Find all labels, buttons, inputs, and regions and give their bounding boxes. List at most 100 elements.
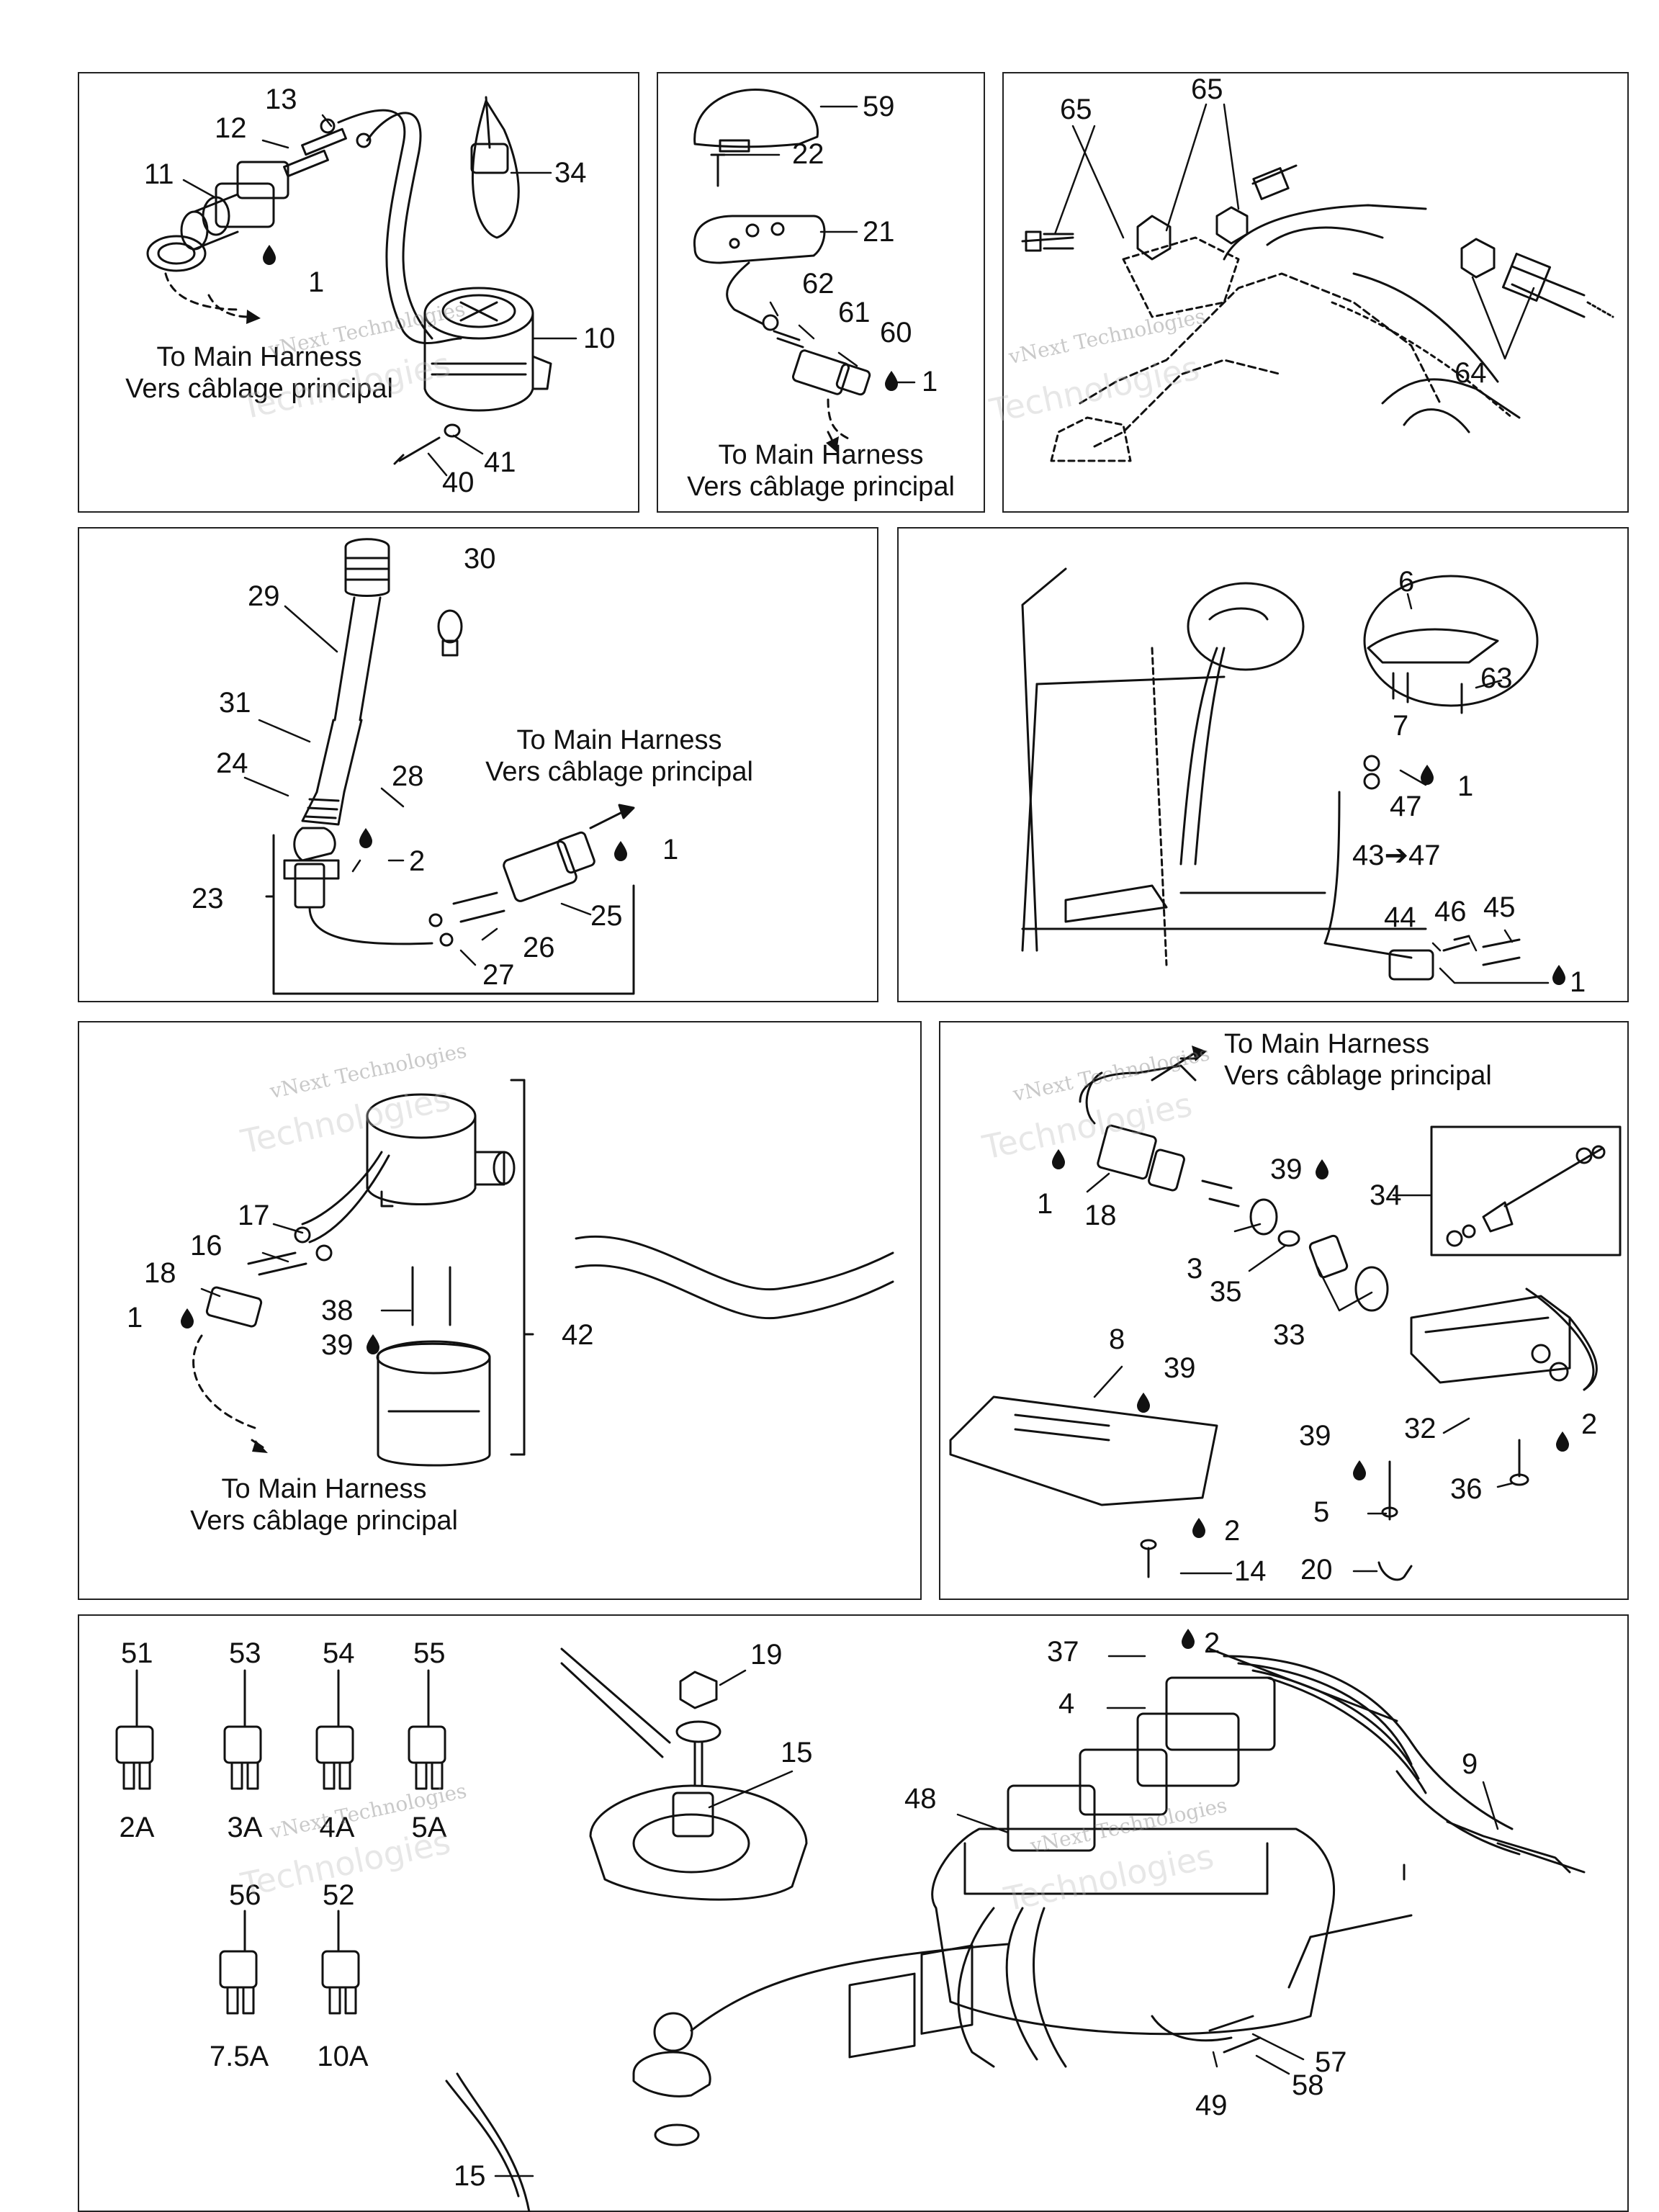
callout-65: 65 [1060,94,1092,125]
diagram-panel-trim-sender [939,1021,1629,1600]
callout-57: 57 [1315,2046,1347,2078]
callout-19: 19 [750,1639,783,1671]
callout-17: 17 [238,1200,270,1231]
callout-61: 61 [838,297,871,328]
harness-note-fr: Vers câblage principal [190,1506,458,1536]
callout-7: 7 [1393,710,1409,742]
callout-18: 18 [144,1257,176,1289]
fuse-rating: 10A [317,2041,369,2072]
callout-2: 2 [1224,1515,1241,1547]
callout-46: 46 [1434,896,1467,927]
harness-note-fr: Vers câblage principal [687,472,955,502]
callout-25: 25 [590,900,623,932]
harness-note-en: To Main Harness [516,725,722,755]
nav-light-pole-drawing [265,538,635,995]
callout-65: 65 [1191,73,1223,105]
harness-note-bilge: To Main Harness Vers câblage principal [166,1473,482,1537]
callout-2: 2 [409,845,426,877]
harness-note-en: To Main Harness [221,1474,427,1504]
callout-43-to-47: 43➔47 [1352,840,1441,871]
callout-1: 1 [127,1302,143,1334]
callout-27: 27 [482,959,515,991]
callout-49: 49 [1195,2090,1228,2121]
callout-1: 1 [1457,770,1474,802]
callout-39: 39 [321,1329,354,1361]
callout-35: 35 [1210,1276,1242,1308]
callout-38: 38 [321,1295,354,1326]
diagram-panel-sensor-wiring [897,527,1629,1002]
fuse-number: 53 [229,1637,261,1669]
harness-note-vent-fan: To Main Harness Vers câblage principal [101,341,418,405]
sensor-wiring-drawing [1021,567,1539,981]
callout-44: 44 [1384,902,1416,933]
callout-39: 39 [1164,1352,1196,1384]
callout-32: 32 [1404,1413,1437,1444]
callout-59: 59 [863,91,895,122]
callout-3: 3 [1187,1253,1203,1285]
callout-9: 9 [1462,1748,1478,1780]
fuse-number: 56 [229,1879,261,1911]
callout-62: 62 [802,268,835,300]
callout-23: 23 [192,883,224,914]
callout-20: 20 [1300,1554,1333,1586]
callout-1: 1 [1570,966,1586,998]
callout-8: 8 [1109,1323,1125,1355]
callout-22: 22 [792,138,824,170]
callout-1: 1 [922,366,938,397]
callout-24: 24 [216,747,248,779]
callout-34: 34 [1370,1179,1402,1211]
fuse-rating: 7.5A [209,2041,269,2072]
trim-sender-drawing [949,1057,1622,1581]
callout-58: 58 [1292,2069,1324,2101]
callout-48: 48 [904,1783,937,1815]
fuse-rating: 2A [119,1812,155,1843]
callout-42: 42 [562,1319,594,1351]
harness-note-en: To Main Harness [156,342,362,372]
callout-63: 63 [1480,662,1513,694]
callout-10: 10 [583,323,616,354]
callout-6: 6 [1398,566,1415,598]
fuse-rating: 4A [319,1812,355,1843]
callout-45: 45 [1483,891,1516,923]
callout-60: 60 [880,317,912,349]
harness-note-trim: To Main Harness Vers câblage principal [1224,1028,1555,1092]
callout-64: 64 [1455,357,1487,389]
callout-40: 40 [442,467,475,498]
callout-4: 4 [1058,1688,1075,1719]
callout-1: 1 [308,266,325,298]
fuse-box-drawing [115,1647,1586,2212]
fuse-number: 54 [323,1637,355,1669]
callout-37: 37 [1047,1636,1079,1668]
callout-41: 41 [484,446,516,478]
callout-36: 36 [1450,1473,1483,1505]
callout-30: 30 [464,543,496,575]
callout-21: 21 [863,216,895,248]
callout-15: 15 [781,1737,813,1768]
callout-12: 12 [215,112,247,144]
harness-note-fr: Vers câblage principal [485,757,753,787]
diagram-panel-fuse-box [78,1614,1629,2212]
callout-47: 47 [1390,791,1422,822]
fuse-rating: 5A [411,1812,447,1843]
bilge-pump-drawing [192,1079,894,1467]
callout-1: 1 [662,834,679,866]
diagram-panel-navigation-light [78,527,878,1002]
callout-33: 33 [1273,1319,1305,1351]
callout-13: 13 [265,84,297,115]
harness-note-nav-light: To Main Harness Vers câblage principal [461,724,778,788]
vent-fan-drawing [146,96,552,465]
callout-39: 39 [1299,1420,1331,1452]
fuse-rating: 3A [227,1812,263,1843]
callout-15: 15 [454,2160,486,2192]
harness-note-fr: Vers câblage principal [1224,1061,1492,1091]
harness-note-fr: Vers câblage principal [125,374,393,404]
callout-18: 18 [1084,1200,1117,1231]
sealant-drop-icons [181,245,1569,1649]
callout-1: 1 [1037,1188,1053,1220]
harness-note-en: To Main Harness [1224,1029,1430,1059]
callout-16: 16 [190,1230,222,1262]
callout-2: 2 [1581,1408,1598,1440]
callout-5: 5 [1313,1496,1330,1528]
fuse-number: 52 [323,1879,355,1911]
